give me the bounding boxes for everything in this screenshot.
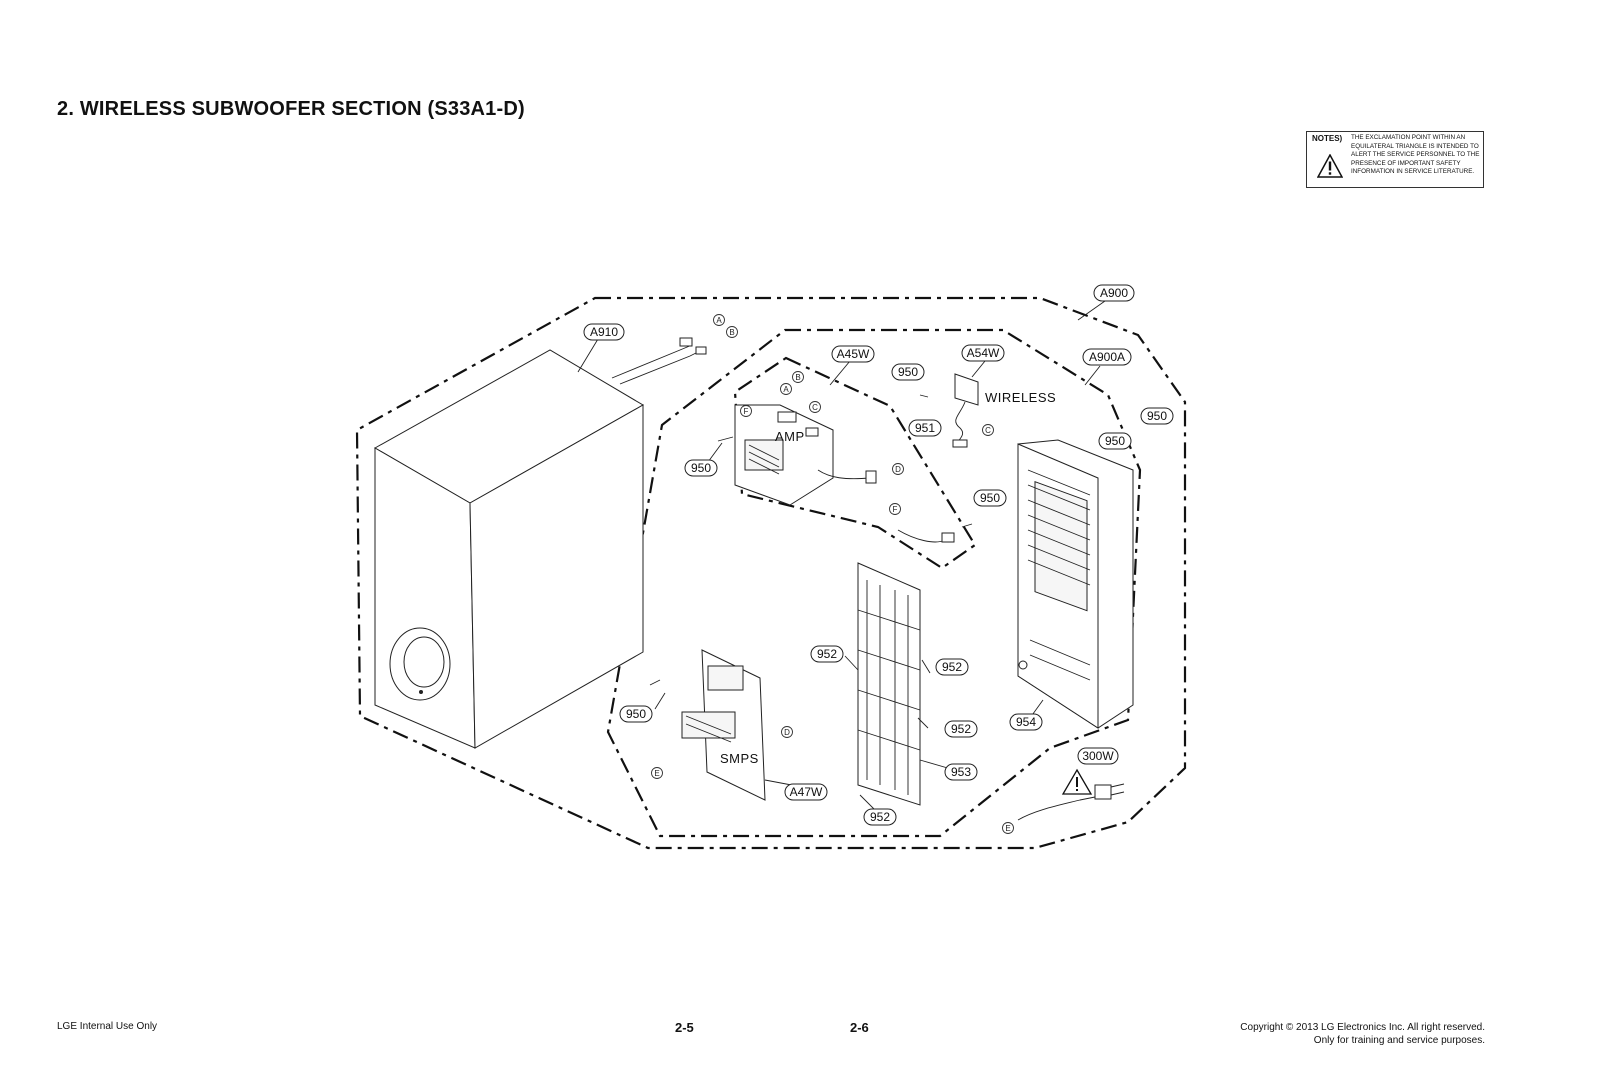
bubble-300w: 300W: [1077, 747, 1119, 765]
label-952-c: 952: [951, 722, 971, 736]
label-a900: A900: [1100, 286, 1128, 300]
connector-f-amp: F: [740, 405, 752, 417]
rear-panel-954: [1017, 439, 1134, 729]
cable-f: [897, 523, 973, 543]
warning-triangle-icon: [1317, 154, 1343, 178]
label-950-right2: 950: [1105, 434, 1125, 448]
label-a910: A910: [590, 325, 618, 339]
bubble-950-amp: 950: [684, 459, 718, 477]
page-title: 2. WIRELESS SUBWOOFER SECTION (S33A1-D): [57, 98, 525, 120]
connector-c-amp: C: [809, 401, 821, 413]
bubble-950-smps: 950: [619, 705, 653, 723]
label-950-right1: 950: [1147, 409, 1167, 423]
svg-text:A: A: [716, 316, 722, 325]
connector-d-amp: D: [892, 463, 904, 475]
board-name-amp: AMP: [775, 429, 805, 444]
connector-b-amp: B: [792, 371, 804, 383]
label-954: 954: [1016, 715, 1036, 729]
assembly-boundary-a900a: [606, 328, 1142, 838]
smps-board: [649, 649, 766, 801]
footer-copyright-block: Copyright © 2013 LG Electronics Inc. All…: [1240, 1021, 1485, 1047]
bubble-951: 951: [908, 419, 942, 437]
connector-e-smps: E: [651, 767, 663, 779]
label-952-d: 952: [870, 810, 890, 824]
wireless-module: [919, 373, 979, 448]
bubble-952-d: 952: [863, 808, 897, 826]
connector-e-cord: E: [1002, 822, 1014, 834]
bubble-950-right1: 950: [1140, 407, 1174, 425]
board-name-smps: SMPS: [720, 751, 759, 766]
svg-text:D: D: [895, 465, 901, 474]
bubble-a900a: A900A: [1082, 348, 1132, 366]
bubble-a900: A900: [1093, 284, 1135, 302]
label-950-top: 950: [898, 365, 918, 379]
bubble-950-mid: 950: [973, 489, 1007, 507]
connector-d-smps: D: [781, 726, 793, 738]
power-cord-300w: [1017, 768, 1125, 821]
notes-text: THE EXCLAMATION POINT WITHIN AN EQUILATE…: [1351, 134, 1480, 176]
label-a47w: A47W: [790, 785, 823, 799]
bubble-950-right2: 950: [1098, 432, 1132, 450]
label-a45w: A45W: [837, 347, 870, 361]
svg-text:A: A: [783, 385, 789, 394]
connector-f-cable: F: [889, 503, 901, 515]
footer-training: Only for training and service purposes.: [1313, 1035, 1485, 1046]
board-name-wireless: WIRELESS: [985, 390, 1056, 405]
label-950-mid: 950: [980, 491, 1000, 505]
label-952-b: 952: [942, 660, 962, 674]
svg-text:F: F: [893, 505, 898, 514]
label-300w: 300W: [1082, 749, 1114, 763]
connector-a-amp: A: [780, 383, 792, 395]
svg-text:C: C: [812, 403, 818, 412]
svg-text:E: E: [1005, 824, 1010, 833]
connector-c-wireless: C: [982, 424, 994, 436]
label-951: 951: [915, 421, 935, 435]
bubble-a910: A910: [583, 323, 625, 341]
page-number-left: 2-5: [675, 1020, 694, 1035]
bubble-952-c: 952: [944, 720, 978, 738]
connector-b-top: B: [726, 326, 738, 338]
amp-board: [717, 404, 877, 506]
bubble-954: 954: [1009, 713, 1043, 731]
inner-frame-953: [857, 562, 921, 806]
notes-label: NOTES): [1312, 134, 1343, 143]
bubble-950-top: 950: [891, 363, 925, 381]
subwoofer-cabinet: [373, 337, 707, 749]
svg-text:D: D: [784, 728, 790, 737]
label-a54w: A54W: [967, 346, 1000, 360]
footer-copyright: Copyright © 2013 LG Electronics Inc. All…: [1240, 1022, 1485, 1033]
label-950-smps: 950: [626, 707, 646, 721]
svg-text:C: C: [985, 426, 991, 435]
bubble-a54w: A54W: [961, 344, 1005, 362]
svg-text:B: B: [729, 328, 734, 337]
svg-text:E: E: [654, 769, 659, 778]
label-950-amp: 950: [691, 461, 711, 475]
label-953: 953: [951, 765, 971, 779]
label-952-a: 952: [817, 647, 837, 661]
page-number-right: 2-6: [850, 1020, 869, 1035]
label-leaders: [577, 300, 1106, 811]
bubble-952-a: 952: [810, 645, 844, 663]
connector-a-top: A: [713, 314, 725, 326]
svg-text:F: F: [744, 407, 749, 416]
assembly-boundary-a900: [355, 296, 1187, 850]
bubble-953: 953: [944, 763, 978, 781]
bubble-a47w: A47W: [784, 783, 828, 801]
bubble-952-b: 952: [935, 658, 969, 676]
footer-internal-use: LGE Internal Use Only: [57, 1021, 158, 1032]
bubble-a45w: A45W: [831, 345, 875, 363]
label-a900a: A900A: [1089, 350, 1125, 364]
svg-text:B: B: [795, 373, 800, 382]
safety-notes-box: NOTES) THE EXCLAMATION POINT WITHIN AN E…: [1306, 131, 1484, 188]
